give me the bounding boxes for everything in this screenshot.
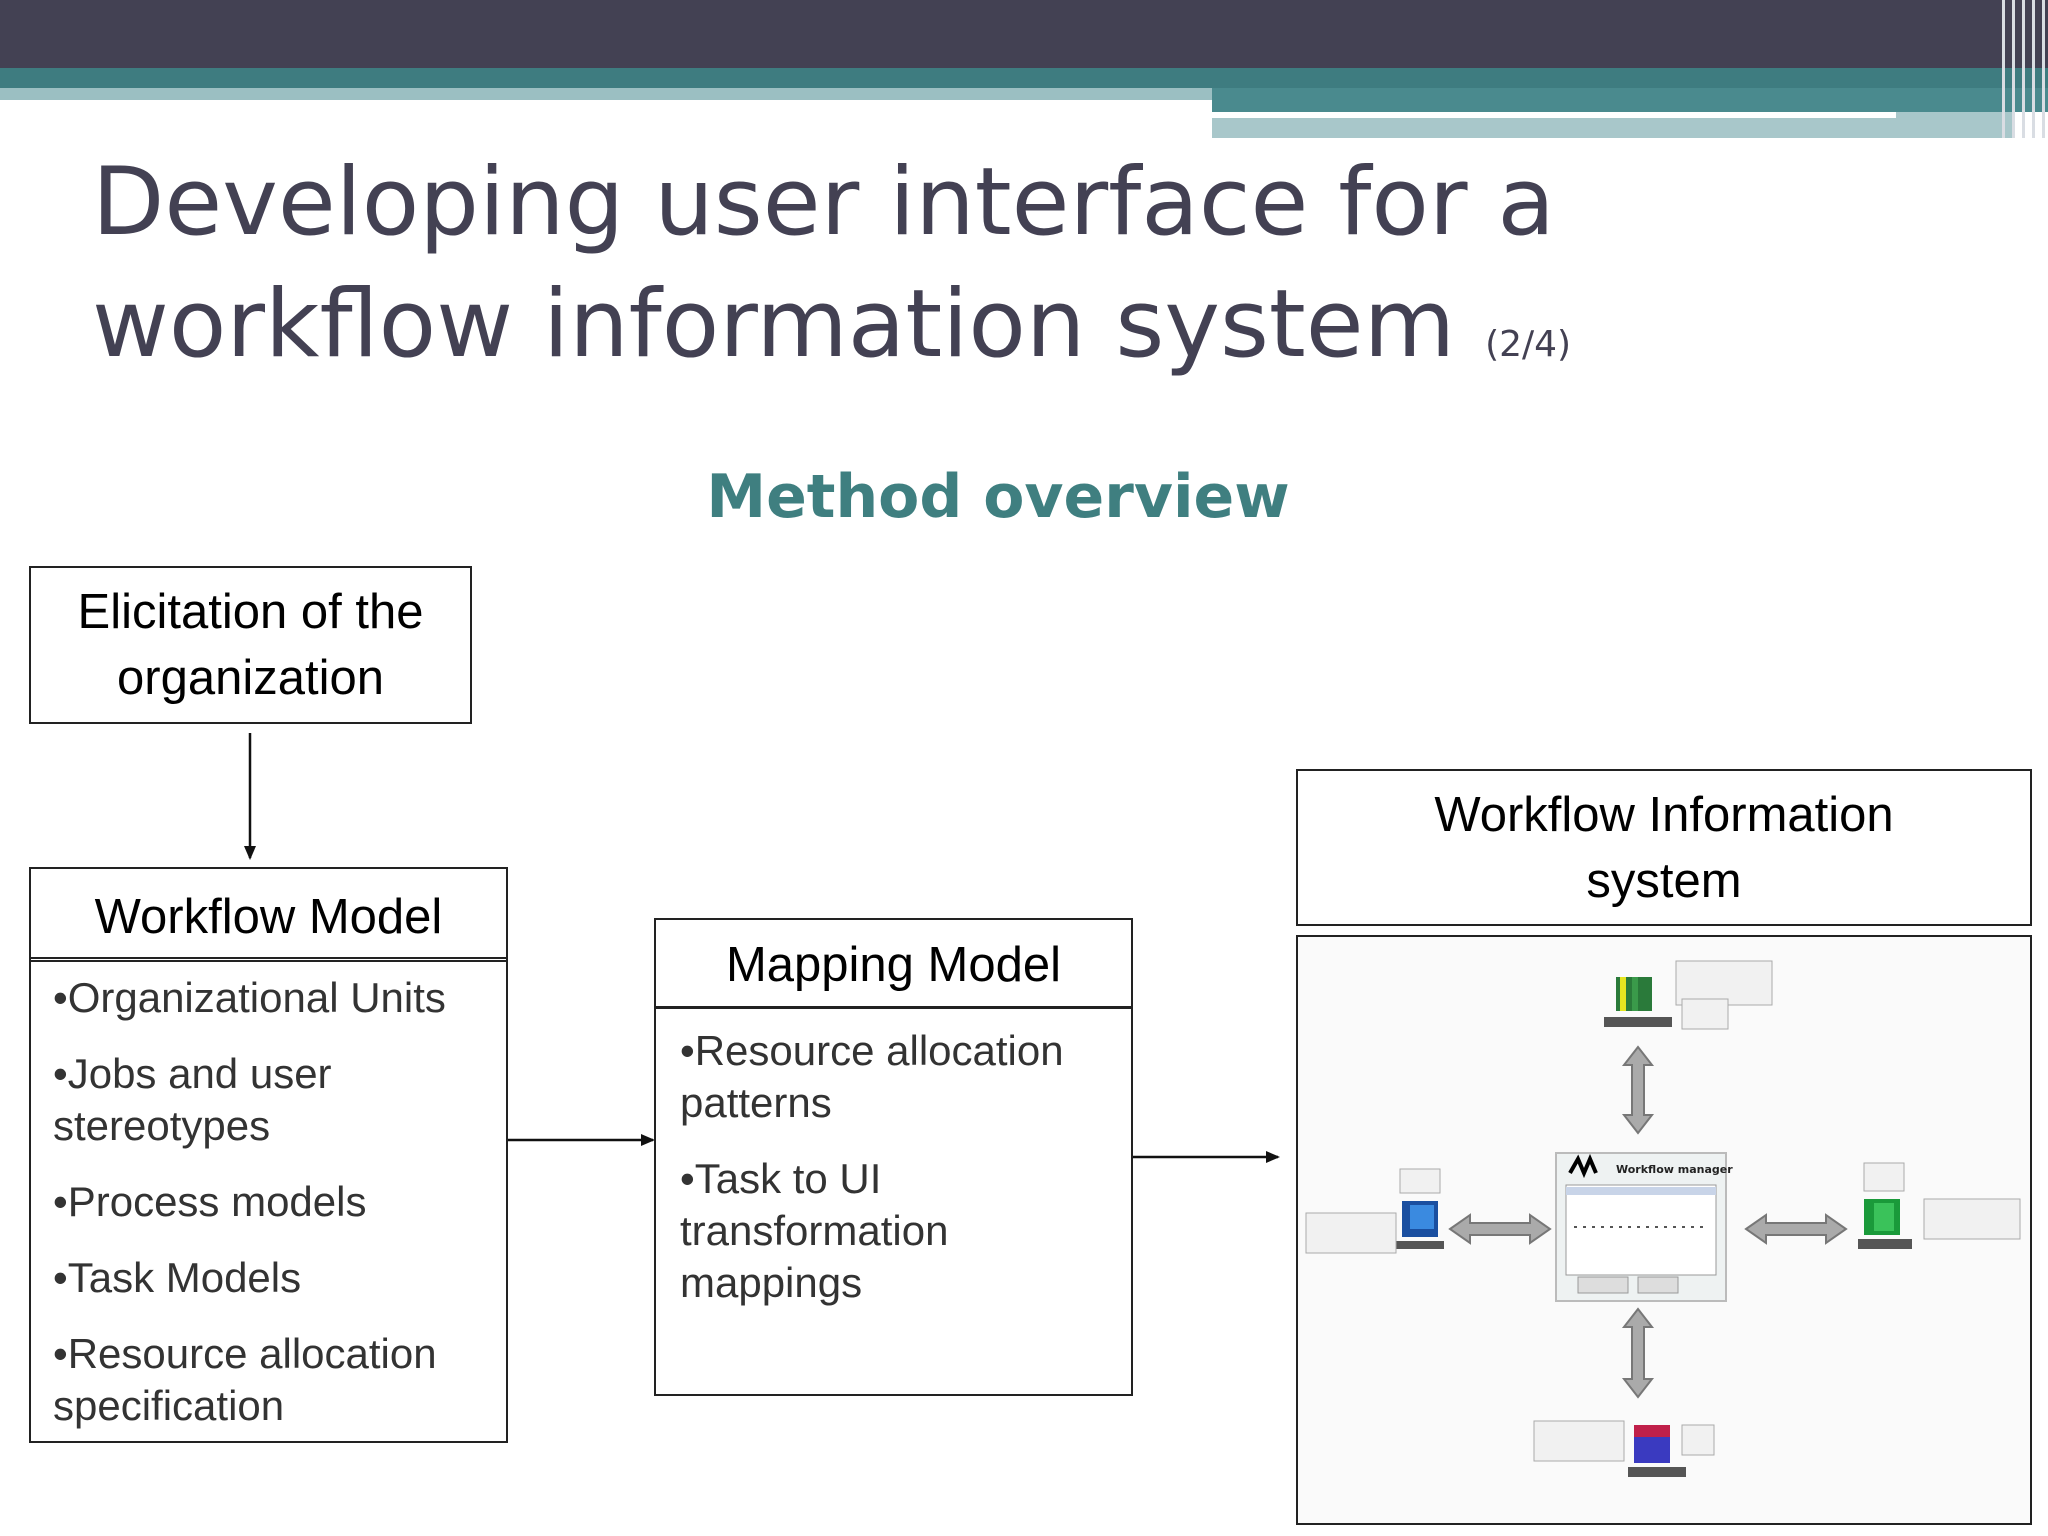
mapping-model-items: •Resource allocation patterns •Task to U… — [656, 1009, 1100, 1309]
workflow-model-item: •Task Models — [53, 1254, 302, 1301]
header-bar — [0, 0, 2048, 68]
header-accent-band-light — [0, 88, 1212, 100]
header-vertical-lines — [1998, 0, 2048, 138]
mapping-model-item: •Task to UI transformation mappings — [680, 1155, 949, 1306]
mapping-model-title: Mapping Model — [656, 920, 1131, 1009]
wis-line1: Workflow Information — [1434, 787, 1894, 842]
mapping-model-item: •Resource allocation patterns — [680, 1027, 1064, 1126]
slide-subtitle: Method overview — [706, 462, 1290, 532]
workflow-model-items: •Organizational Units •Jobs and user ste… — [31, 962, 493, 1432]
workflow-model-item: •Jobs and user stereotypes — [53, 1050, 332, 1149]
workflow-model-box: Workflow Model •Organizational Units •Jo… — [29, 867, 508, 1443]
header-accent-band — [0, 68, 2048, 88]
wis-screenshot: Workflow manager — [1296, 935, 2032, 1525]
elicitation-line1: Elicitation of the — [77, 585, 424, 639]
elicitation-box: Elicitation of the organization — [29, 566, 472, 724]
slide-title-suffix: (2/4) — [1485, 324, 1572, 365]
wis-title-box: Workflow Information system — [1296, 769, 2032, 926]
header-accent-band-right — [1212, 88, 2048, 112]
slide-title-line2: workflow information system — [92, 270, 1456, 379]
workflow-model-item: •Organizational Units — [53, 974, 446, 1021]
workflow-manager-label: Workflow manager — [1616, 1163, 1733, 1176]
slide-title: Developing user interface for a workflow… — [92, 142, 1571, 406]
mapping-model-box: Mapping Model •Resource allocation patte… — [654, 918, 1133, 1396]
workflow-model-item: •Process models — [53, 1178, 367, 1225]
wis-architecture-illustration: Workflow manager — [1305, 960, 2021, 1477]
slide-title-line1: Developing user interface for a — [92, 148, 1555, 257]
wis-line2: system — [1586, 853, 1742, 908]
workflow-manager-window — [1555, 1152, 1727, 1302]
header-accent-stripe — [1212, 112, 1896, 118]
workflow-model-item: •Resource allocation specification — [53, 1330, 437, 1429]
elicitation-line2: organization — [117, 651, 384, 705]
workflow-model-title: Workflow Model — [31, 869, 506, 962]
